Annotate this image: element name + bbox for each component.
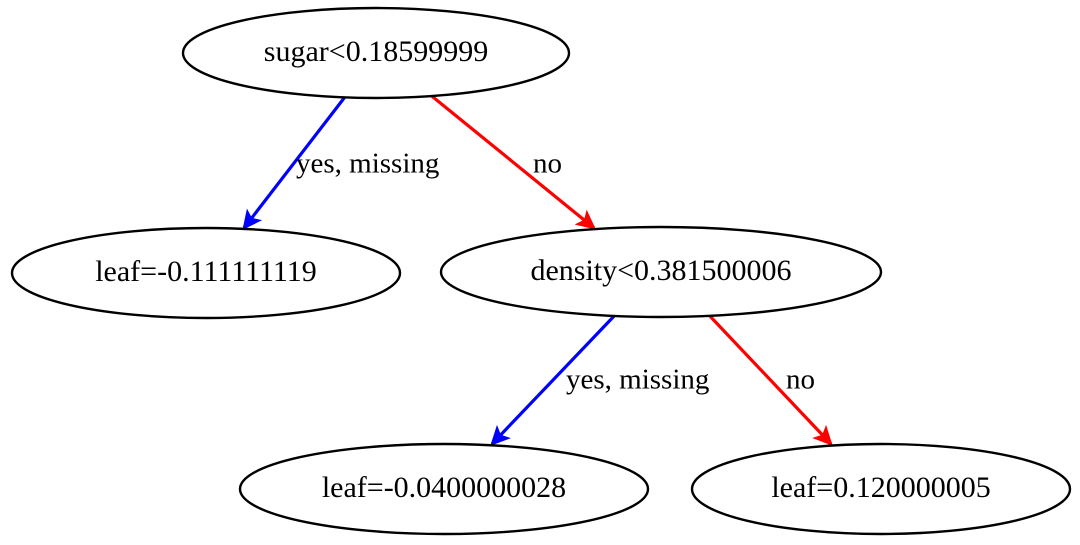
edge-density-yes xyxy=(490,311,619,446)
node-label-leaf-right: leaf=0.120000005 xyxy=(771,471,990,504)
tree-node-leaf-left[interactable]: leaf=-0.111111119 xyxy=(10,226,402,320)
node-ellipse-leaf-mid xyxy=(238,442,650,536)
node-label-leaf-left: leaf=-0.111111119 xyxy=(95,255,317,288)
tree-node-leaf-mid[interactable]: leaf=-0.0400000028 xyxy=(238,442,650,536)
edge-label-density-no: no xyxy=(786,364,815,396)
node-label-leaf-mid: leaf=-0.0400000028 xyxy=(322,471,566,504)
edge-label-root-yes: yes, missing xyxy=(296,148,439,180)
node-label-root: sugar<0.18599999 xyxy=(264,35,488,68)
nodes-layer: sugar<0.18599999 leaf=-0.111111119 densi… xyxy=(10,6,1072,536)
tree-node-density[interactable]: density<0.381500006 xyxy=(439,225,883,319)
edge-root-yes xyxy=(242,92,350,231)
node-ellipse-density xyxy=(439,225,883,319)
edges-layer xyxy=(242,91,833,446)
node-ellipse-leaf-left xyxy=(10,226,402,320)
edge-density-no xyxy=(705,311,833,446)
node-label-density: density<0.381500006 xyxy=(530,254,791,287)
edge-label-density-yes: yes, missing xyxy=(566,364,709,396)
edge-root-no xyxy=(426,91,596,230)
node-ellipse-root xyxy=(181,6,571,100)
tree-node-root[interactable]: sugar<0.18599999 xyxy=(181,6,571,100)
tree-node-leaf-right[interactable]: leaf=0.120000005 xyxy=(690,442,1072,536)
node-ellipse-leaf-right xyxy=(690,442,1072,536)
edge-label-root-no: no xyxy=(533,148,562,180)
edge-labels-layer: yes, missing no yes, missing no xyxy=(296,148,815,396)
